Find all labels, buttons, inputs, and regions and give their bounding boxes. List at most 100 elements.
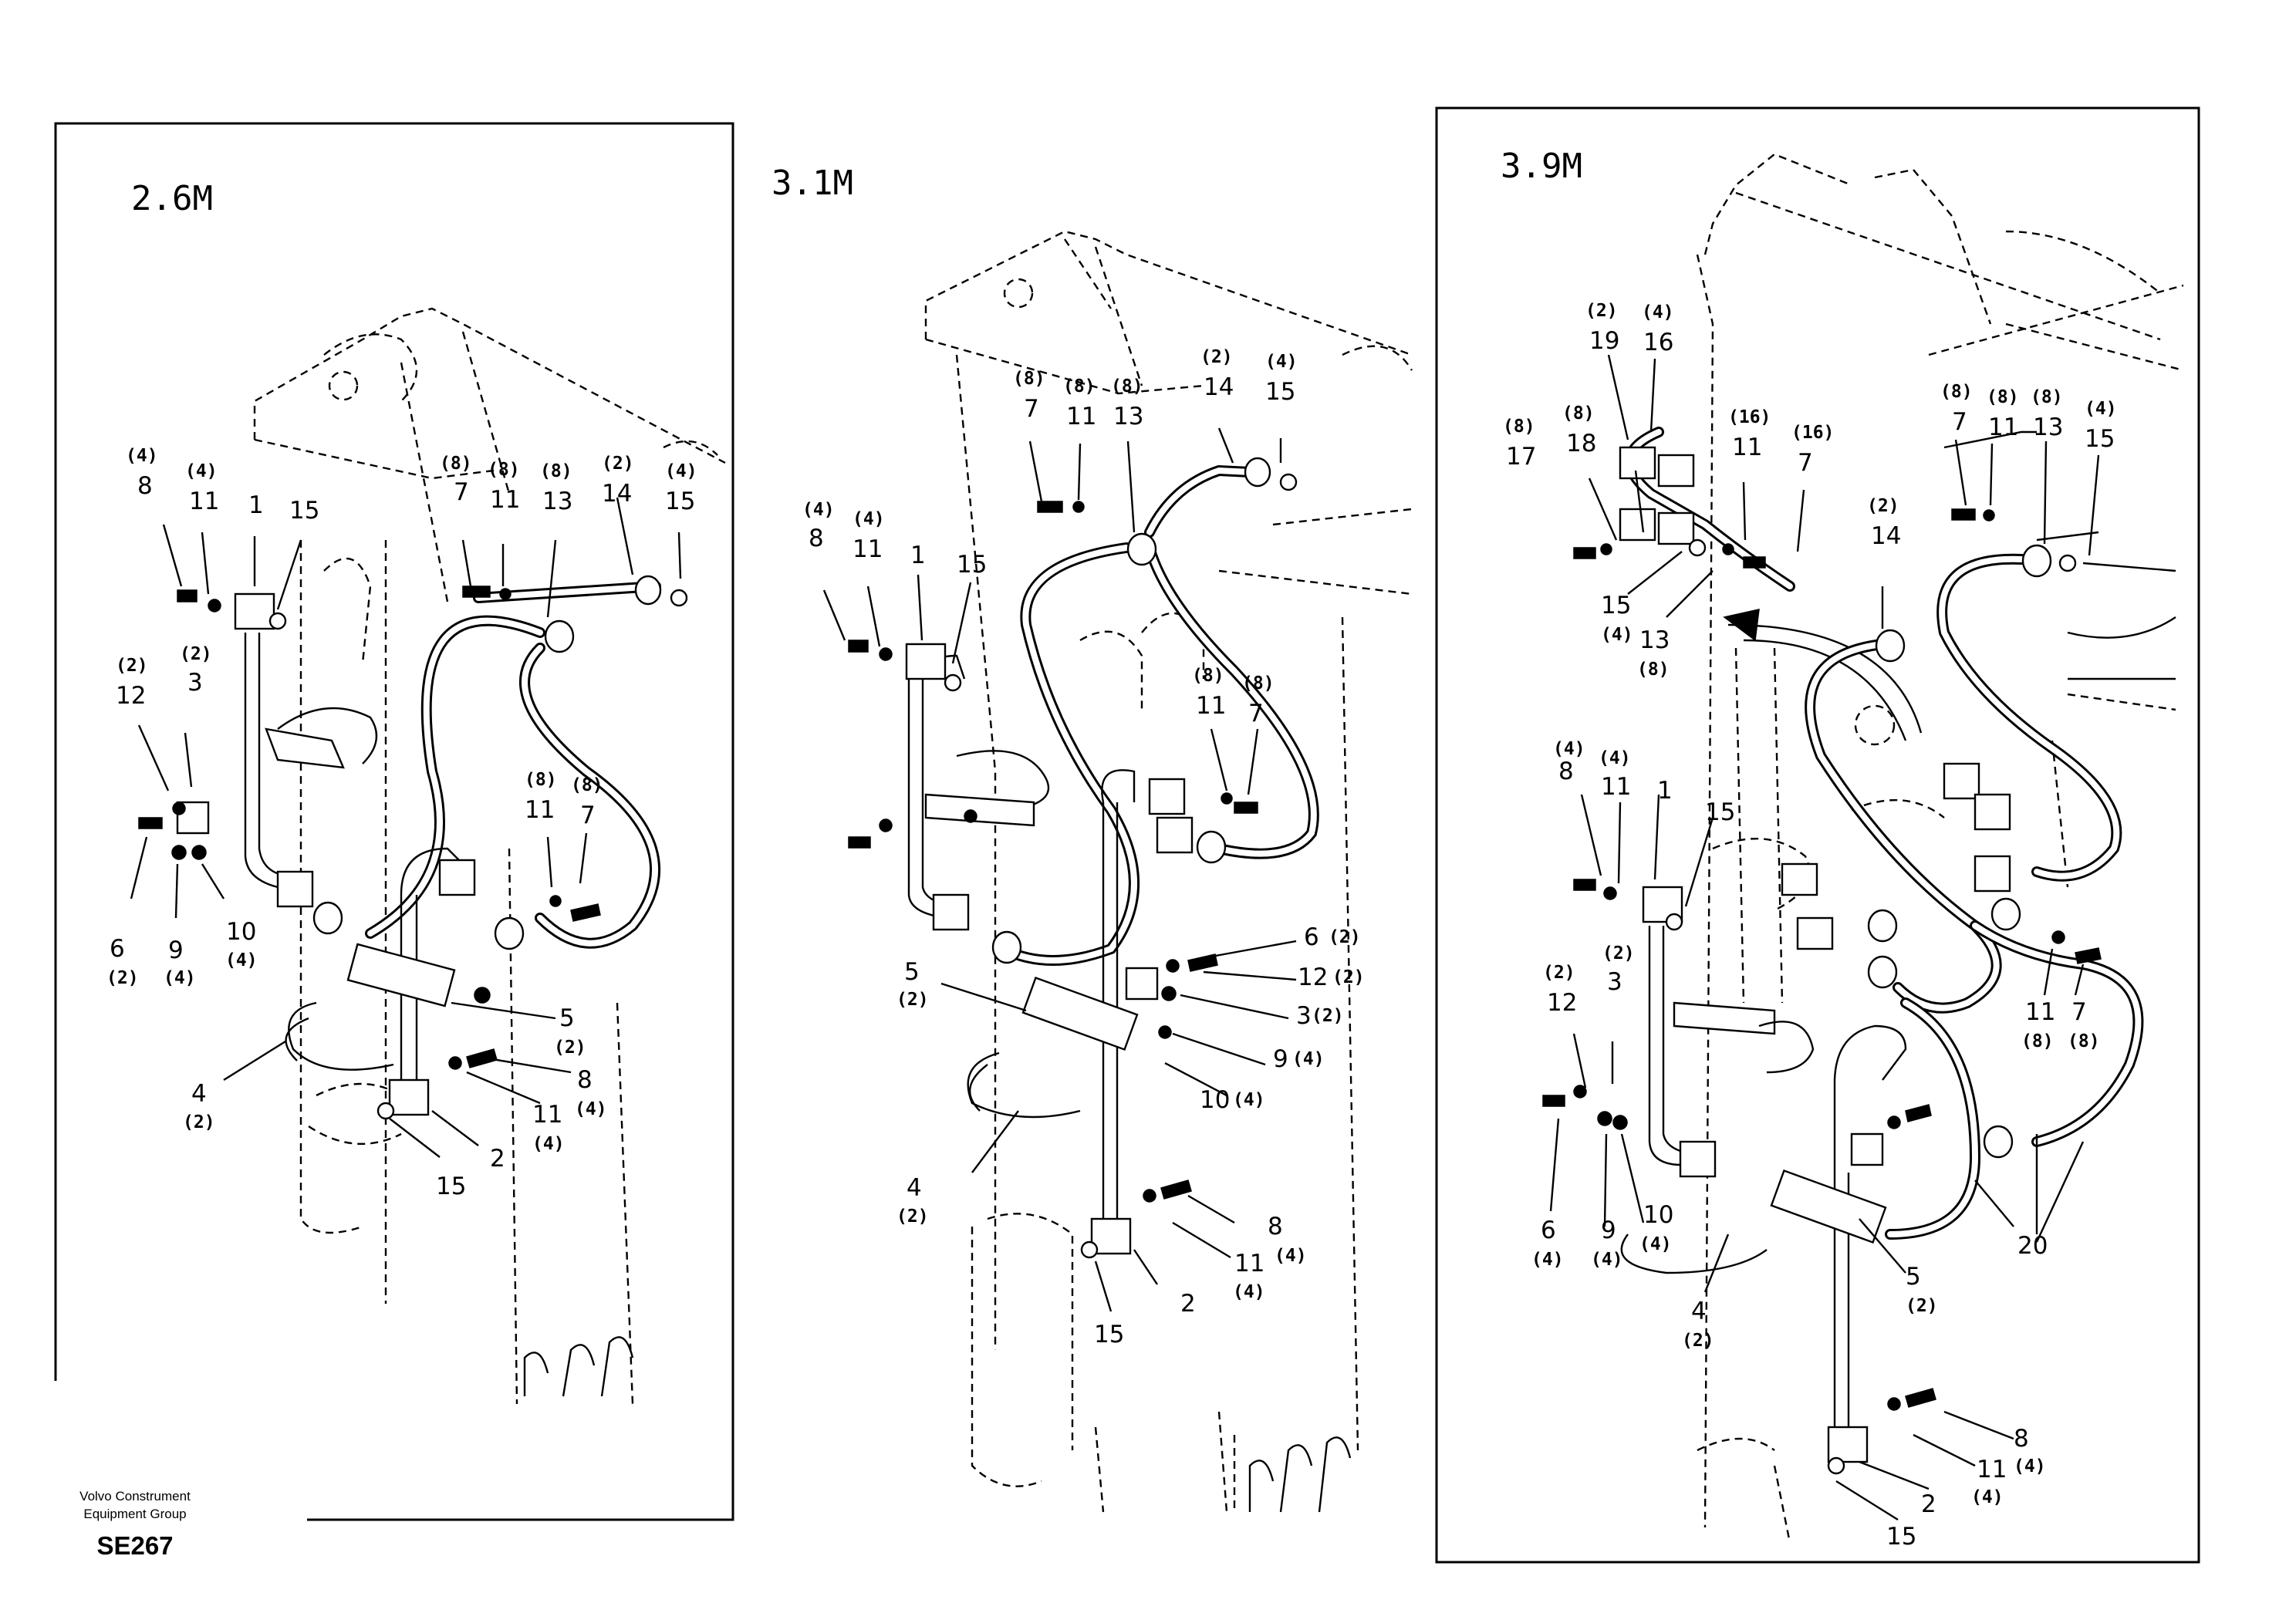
- callout-number: 3: [187, 669, 203, 697]
- callout-number: 15: [1094, 1321, 1124, 1348]
- callout-qty: (8): [1503, 417, 1535, 437]
- callout-qty: (4): [1233, 1282, 1265, 1302]
- callout-qty: (2): [180, 644, 212, 664]
- callout-number: 5: [1906, 1263, 1921, 1291]
- callout-number: 6: [1541, 1217, 1556, 1244]
- callout-number: 11: [1988, 413, 2018, 441]
- panel-title-2-6m: 2.6M: [131, 179, 213, 218]
- callout-qty: (8): [1111, 376, 1143, 397]
- callout-number: 7: [454, 478, 469, 506]
- callout-qty: (2): [896, 1207, 929, 1227]
- callout-qty: (2): [1602, 943, 1635, 964]
- callout-number: 15: [289, 497, 319, 525]
- callout-number: 13: [1113, 403, 1143, 430]
- callout-number: 12: [1298, 964, 1328, 991]
- callout-qty: (4): [164, 968, 196, 988]
- callout-number: 5: [559, 1004, 575, 1032]
- callout-number: 11: [1234, 1250, 1264, 1277]
- callout-qty: (4): [225, 950, 258, 970]
- callout-number: 11: [525, 796, 555, 824]
- callout-qty: (2): [1585, 301, 1618, 321]
- callout-number: 6: [1304, 923, 1319, 951]
- callout-qty: (4): [1591, 1250, 1623, 1270]
- callout-number: 16: [1643, 329, 1673, 356]
- callout-number: 20: [2017, 1232, 2048, 1260]
- callout-qty: (4): [1642, 302, 1674, 322]
- callout-qty: (8): [1987, 387, 2019, 407]
- callout-qty: (4): [1275, 1246, 1307, 1266]
- callout-qty: (2): [1543, 963, 1575, 983]
- callout-qty: (4): [1971, 1487, 2004, 1507]
- callout-number: 9: [1601, 1217, 1616, 1244]
- callout-qty: (2): [896, 990, 929, 1010]
- callout-number: 8: [1558, 758, 1574, 785]
- callout-number: 9: [168, 937, 184, 964]
- callout-number: 7: [2071, 998, 2087, 1026]
- callout-qty: (4): [1601, 625, 1633, 645]
- callout-number: 15: [1886, 1523, 1916, 1551]
- callout-qty: (4): [2085, 399, 2117, 419]
- callout-number: 15: [1601, 592, 1631, 619]
- callout-number: 2: [1921, 1490, 1936, 1518]
- callout-qty: (8): [1637, 660, 1670, 680]
- callout-number: 14: [1204, 373, 1234, 401]
- callout-number: 11: [1196, 692, 1226, 720]
- callout-qty: (2): [1906, 1296, 1938, 1316]
- callout-number: 7: [1952, 408, 1967, 436]
- callout-qty: (2): [1867, 496, 1899, 516]
- callout-qty: (4): [185, 461, 218, 481]
- callout-qty: (2): [1200, 347, 1233, 367]
- callout-number: 12: [1547, 989, 1577, 1017]
- callout-qty: (8): [1063, 376, 1096, 397]
- callout-number: 10: [1200, 1086, 1230, 1114]
- callout-number: 7: [1248, 700, 1264, 727]
- callout-number: 14: [1871, 522, 1901, 550]
- panel-title-3-9m: 3.9M: [1501, 147, 1582, 186]
- callout-qty: (4): [575, 1099, 607, 1119]
- callout-qty: (2): [554, 1038, 586, 1058]
- callout-qty: (8): [540, 461, 572, 481]
- callout-number: 3: [1607, 968, 1622, 996]
- callout-number: 11: [1732, 434, 1762, 461]
- callout-qty: (8): [488, 460, 520, 480]
- callout-number: 7: [1798, 449, 1813, 477]
- panel-2-6m-callouts: (4) 8 (4) 11 1 15 (8) 7 (8) 11 (8) 13 (2…: [106, 446, 697, 1200]
- callout-number: 9: [1273, 1045, 1288, 1073]
- callout-qty: (4): [1599, 748, 1631, 768]
- callout-number: 3: [1296, 1002, 1312, 1030]
- company-name-line1: Volvo Construment: [79, 1489, 191, 1504]
- callout-number: 13: [542, 488, 572, 515]
- company-name-line2: Equipment Group: [83, 1507, 186, 1521]
- callout-qty: (4): [532, 1134, 565, 1154]
- callout-number: 11: [1601, 773, 1631, 801]
- callout-number: 1: [1657, 777, 1673, 805]
- callout-number: 8: [2014, 1425, 2029, 1453]
- callout-qty: (8): [2031, 387, 2063, 407]
- callout-number: 2: [1180, 1290, 1196, 1318]
- callout-qty: (4): [665, 461, 697, 481]
- callout-number: 6: [110, 935, 125, 963]
- callout-qty: (4): [802, 500, 835, 520]
- callout-number: 11: [1066, 403, 1096, 430]
- callout-qty: (2): [116, 656, 148, 676]
- callout-qty: (4): [853, 509, 885, 529]
- callout-qty: (8): [1242, 673, 1275, 694]
- callout-number: 11: [490, 486, 520, 514]
- callout-number: 8: [577, 1066, 593, 1094]
- callout-qty: (4): [1292, 1049, 1325, 1069]
- callout-qty: (8): [2068, 1031, 2100, 1051]
- callout-qty: (2): [106, 968, 139, 988]
- callout-qty: (8): [1562, 403, 1595, 424]
- callout-number: 10: [1643, 1201, 1673, 1229]
- callout-number: 11: [532, 1101, 562, 1129]
- callout-qty: (16): [1728, 407, 1771, 427]
- callout-number: 14: [602, 480, 632, 508]
- callout-number: 4: [191, 1080, 207, 1108]
- callout-qty: (2): [1329, 927, 1361, 947]
- footer-brand: Volvo Construment Equipment Group SE267: [79, 1489, 191, 1560]
- callout-number: 4: [907, 1174, 922, 1202]
- callout-number: 15: [1705, 798, 1735, 826]
- drawing-code: SE267: [96, 1531, 173, 1560]
- callout-number: 7: [1024, 395, 1039, 423]
